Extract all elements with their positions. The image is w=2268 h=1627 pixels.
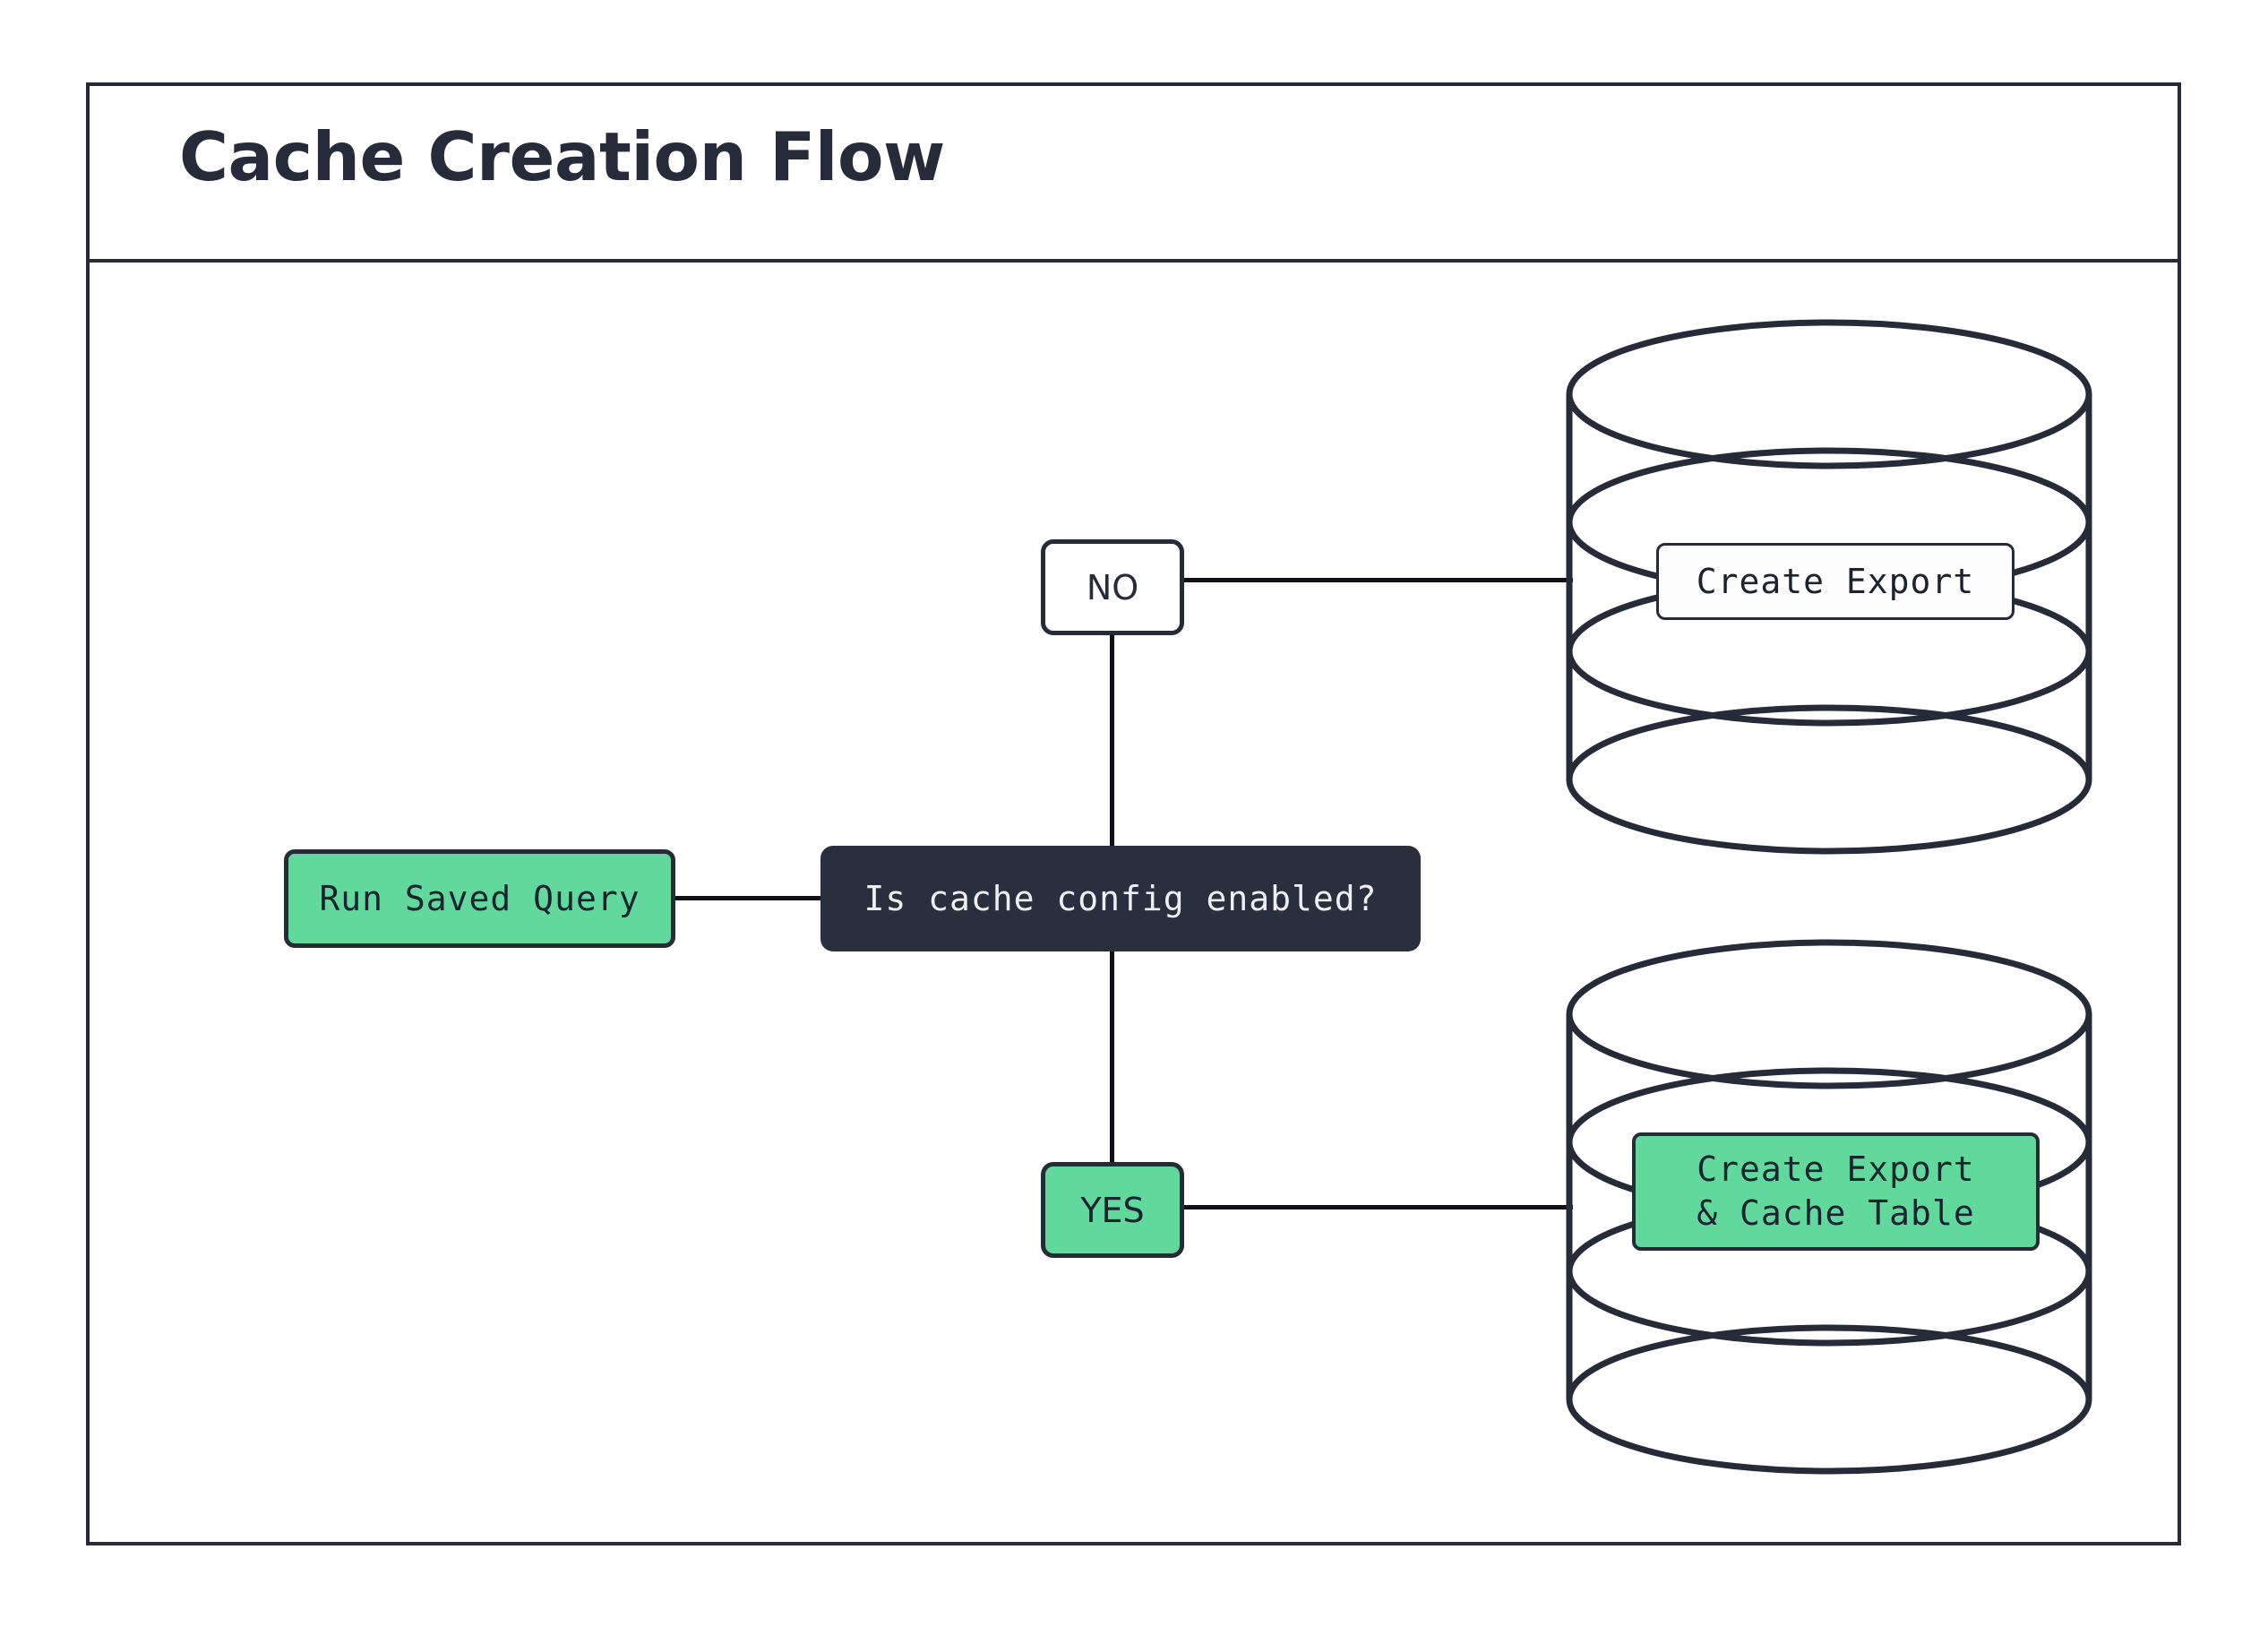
page-title: Cache Creation Flow — [179, 117, 945, 196]
edge-decision-to-yes — [1110, 948, 1114, 1166]
db-label-create-export[interactable]: Create Export — [1656, 543, 2015, 620]
diagram-frame — [86, 82, 2181, 1545]
node-run-saved-query[interactable]: Run Saved Query — [284, 849, 675, 948]
edge-yes-to-db-create-export-cache — [1181, 1205, 1573, 1209]
db-label-create-export-cache[interactable]: Create Export & Cache Table — [1632, 1132, 2040, 1251]
node-branch-yes[interactable]: YES — [1041, 1162, 1184, 1258]
edge-run-saved-query-to-decision — [674, 896, 824, 900]
node-branch-no[interactable]: NO — [1041, 539, 1184, 635]
node-decision-cache-config[interactable]: Is cache config enabled? — [820, 846, 1421, 951]
edge-no-to-db-create-export — [1181, 578, 1573, 582]
diagram-header-band — [86, 82, 2181, 263]
edge-decision-to-no — [1110, 633, 1114, 849]
